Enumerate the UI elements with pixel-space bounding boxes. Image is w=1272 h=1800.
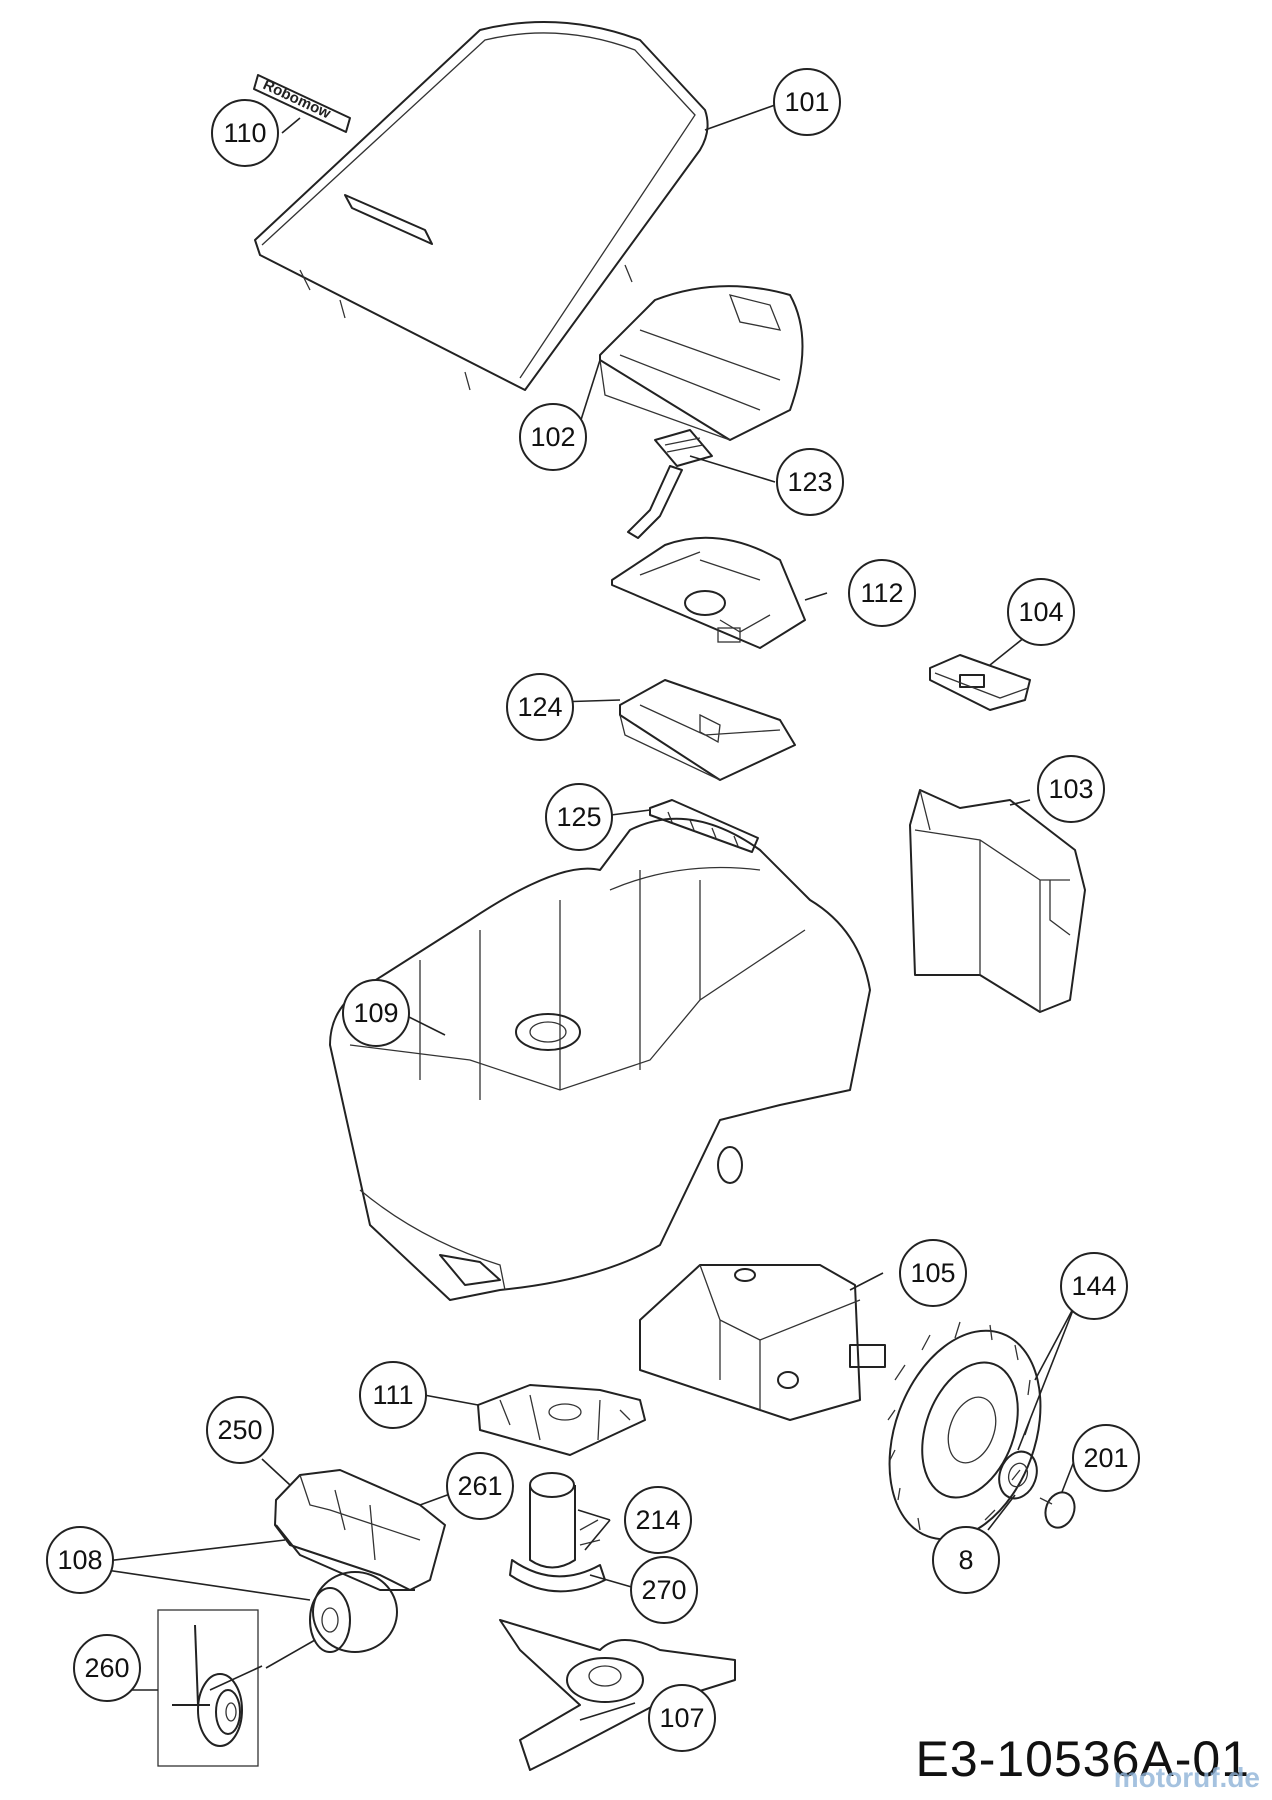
callout-label: 261: [457, 1471, 502, 1501]
callout-label: 260: [84, 1653, 129, 1683]
callout-label: 214: [635, 1505, 680, 1535]
callout-109: 109: [342, 979, 410, 1047]
callout-label: 270: [641, 1575, 686, 1605]
callout-label: 105: [910, 1258, 955, 1288]
part-pcb-tray: [619, 679, 796, 781]
callout-201: 201: [1072, 1424, 1140, 1492]
callout-112: 112: [848, 559, 916, 627]
part-main-pcb: [611, 536, 806, 649]
callout-107: 107: [648, 1684, 716, 1752]
leader-lines: [71, 104, 1077, 1721]
callout-214: 214: [624, 1486, 692, 1554]
callout-label: 123: [787, 467, 832, 497]
callout-103: 103: [1037, 755, 1105, 823]
part-wheel-hub: [998, 1450, 1038, 1500]
callout-8: 8: [932, 1526, 1000, 1594]
part-battery: [909, 789, 1086, 1013]
callout-label: 109: [353, 998, 398, 1028]
part-caster-housing: [274, 1469, 446, 1591]
watermark-text: motoruf.de: [1113, 1762, 1260, 1793]
part-cutting-motor: [509, 1472, 606, 1593]
part-switch-module: [929, 654, 1031, 711]
callout-label: 124: [517, 692, 562, 722]
callout-label: 108: [57, 1545, 102, 1575]
callout-label: 144: [1071, 1271, 1116, 1301]
part-wheel-cap: [1039, 1491, 1076, 1529]
inset-caster-wheel: [157, 1609, 259, 1767]
callout-label: 102: [530, 422, 575, 452]
part-top-cover: [254, 21, 709, 391]
callout-123: 123: [776, 448, 844, 516]
part-display-ribbon: [627, 429, 713, 539]
callout-label: 250: [217, 1415, 262, 1445]
callout-label: 201: [1083, 1443, 1128, 1473]
callout-261: 261: [446, 1452, 514, 1520]
callout-108: 108: [46, 1526, 114, 1594]
part-caster-wheel: [309, 1571, 398, 1653]
callout-125: 125: [545, 783, 613, 851]
callout-101: 101: [773, 68, 841, 136]
callout-104: 104: [1007, 578, 1075, 646]
part-motor-mount: [477, 1384, 646, 1456]
callout-124: 124: [506, 673, 574, 741]
callout-270: 270: [630, 1556, 698, 1624]
callout-label: 104: [1018, 597, 1063, 627]
callout-label: 107: [659, 1703, 704, 1733]
callout-label: 125: [556, 802, 601, 832]
callout-label: 101: [784, 87, 829, 117]
callout-144: 144: [1060, 1252, 1128, 1320]
callout-110: 110: [211, 99, 279, 167]
callout-label: 8: [958, 1545, 973, 1575]
callout-260: 260: [73, 1634, 141, 1702]
drawing-id: E3-10536A-01: [915, 1731, 1250, 1787]
part-blade: [499, 1619, 736, 1771]
callout-label: 110: [223, 118, 266, 148]
callout-label: 112: [860, 578, 903, 608]
callout-label: 103: [1048, 774, 1093, 804]
part-top-housing: [599, 285, 804, 441]
part-drive-gearbox: [639, 1264, 886, 1421]
callout-250: 250: [206, 1396, 274, 1464]
callout-111: 111: [359, 1361, 427, 1429]
part-bracket: [649, 799, 759, 853]
part-drive-wheel: [887, 1321, 1042, 1549]
part-chassis: [329, 817, 871, 1301]
callout-label: 111: [372, 1380, 413, 1410]
callout-102: 102: [519, 403, 587, 471]
callout-105: 105: [899, 1239, 967, 1307]
